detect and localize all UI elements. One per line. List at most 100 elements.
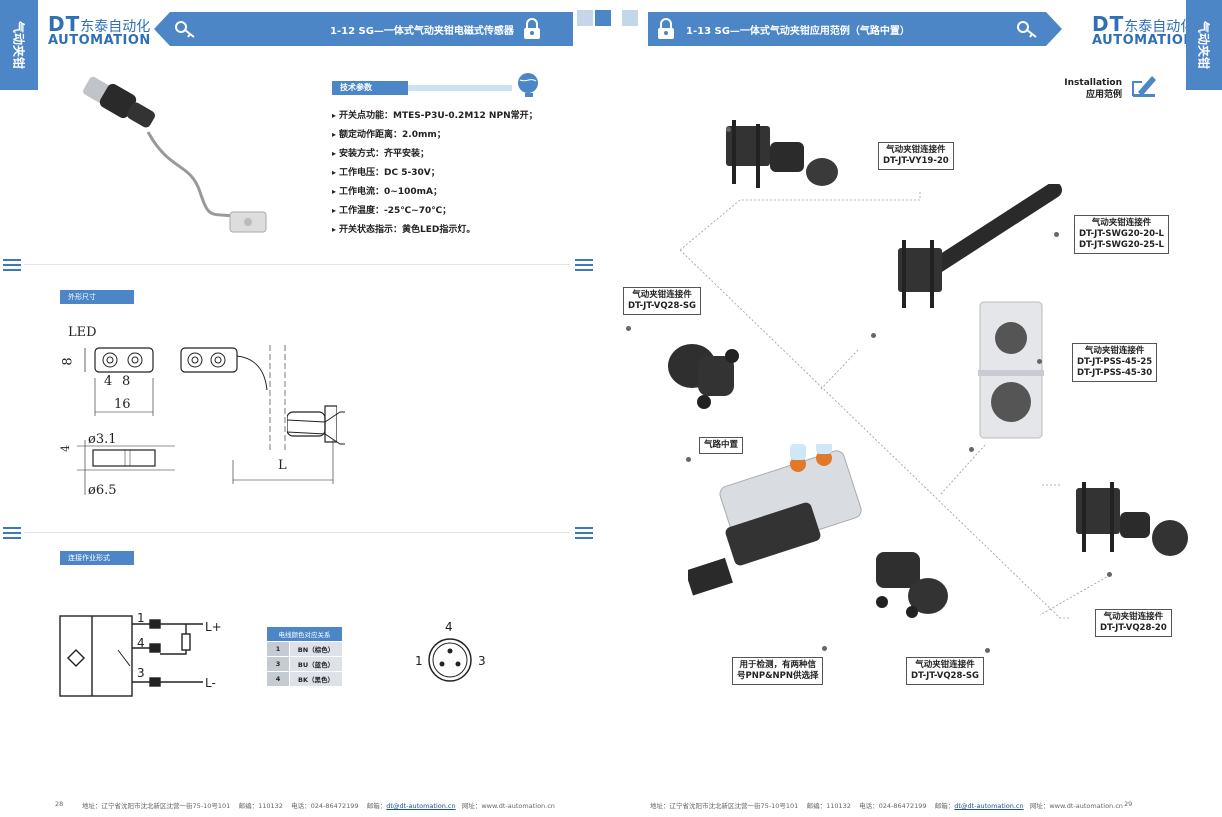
- sensor-product-image: [83, 76, 267, 233]
- pen-tool-icon: [1132, 76, 1156, 97]
- dimension-section-label: 外形尺寸: [60, 290, 134, 304]
- banner-arrow-shape: [1046, 12, 1062, 46]
- lock-icon: [658, 18, 674, 39]
- connection-section-label: 连接作业形式: [60, 551, 134, 565]
- divider: [24, 532, 570, 533]
- spec-item: 开关状态指示：黄色LED指示灯。: [332, 222, 475, 235]
- pin-label: 4: [137, 636, 145, 650]
- header-banner-left: 1-12 SG—一体式气动夹钳电磁式传感器: [154, 12, 573, 46]
- pin-label: 3: [137, 666, 145, 680]
- spec-item: 工作电压：DC 5-30V；: [332, 165, 440, 178]
- divider: [24, 264, 570, 265]
- logo-en: AUTOMATION: [1092, 33, 1195, 48]
- leader-dot: [822, 646, 827, 651]
- logo-cn: 东泰自动化: [1124, 19, 1195, 35]
- callout-air-path: 气路中置: [699, 437, 744, 454]
- pinout-diagram: [428, 638, 472, 682]
- logo-brand: DT: [1092, 12, 1125, 36]
- spec-item: 安装方式：齐平安装；: [332, 146, 429, 159]
- leader-dot: [871, 333, 876, 338]
- lock-icon: [524, 18, 540, 39]
- leader-dot: [686, 457, 691, 462]
- page-title-left: 1-12 SG—一体式气动夹钳电磁式传感器: [330, 26, 514, 37]
- dim-label: L: [278, 458, 287, 473]
- email-link[interactable]: dt@dt-automation.cn: [386, 802, 456, 810]
- gripper-assembly-image: [688, 444, 862, 596]
- page-number-right: 29: [1124, 800, 1133, 808]
- logo-brand: DT: [48, 12, 81, 36]
- menu-icon[interactable]: [3, 259, 21, 271]
- connector-vq2820-image: [1076, 482, 1188, 556]
- connector-drawing: [287, 405, 337, 443]
- leader-dot: [1037, 359, 1042, 364]
- email-link[interactable]: dt@dt-automation.cn: [954, 802, 1024, 810]
- leader-dot: [985, 648, 990, 653]
- logo-right: DT东泰自动化 AUTOMATION: [1092, 12, 1195, 48]
- spec-item: 工作电流：0~100mA；: [332, 184, 442, 197]
- pinout-label: 1: [415, 654, 423, 668]
- spec-item: 额定动作距离：2.0mm；: [332, 127, 446, 140]
- connector-pss-image: [978, 301, 1044, 439]
- logo-cn: 东泰自动化: [80, 19, 151, 35]
- leader-dot: [726, 127, 731, 132]
- key-icon: [175, 21, 195, 38]
- page-number-left: 28: [55, 800, 64, 808]
- key-icon: [1017, 21, 1037, 38]
- center-square: [577, 10, 593, 26]
- connector-vy19-image: [726, 120, 838, 188]
- leader-dot: [1107, 572, 1112, 577]
- side-tab-left: 气动夹钳: [0, 0, 38, 90]
- footer-right: 地址：辽宁省沈阳市沈北新区沈营一街75-10号101 邮编：110132 电话：…: [650, 802, 1123, 810]
- dim-led-label: LED: [68, 325, 97, 340]
- layout-guide-lines: [679, 190, 1111, 619]
- table-header: 电线颜色对应关系: [266, 626, 343, 642]
- logo-en: AUTOMATION: [48, 33, 151, 48]
- connector-vq28sg-image: [668, 344, 739, 409]
- power-plus-label: L+: [205, 620, 222, 634]
- tech-section-label: 技术参数: [332, 81, 408, 95]
- pin-label: 1: [137, 611, 145, 625]
- connector-vq28sg-image-2: [876, 552, 948, 618]
- dimension-drawing: [77, 345, 345, 495]
- installation-heading: Installation 应用范例: [1064, 78, 1122, 100]
- menu-icon[interactable]: [575, 259, 593, 271]
- side-tab-right: 气动夹钳: [1186, 0, 1222, 90]
- power-minus-label: L-: [205, 676, 216, 690]
- dim-label: 8: [60, 357, 76, 366]
- callout-detect: 用于检测，有两种信号PNP&NPN供选择: [732, 657, 824, 685]
- dim-label: 16: [114, 397, 131, 412]
- connector-swg-image: [898, 184, 1062, 308]
- dim-label: ø6.5: [88, 483, 117, 498]
- menu-icon[interactable]: [3, 527, 21, 539]
- center-square: [622, 10, 638, 26]
- side-tab-label: 气动夹钳: [11, 20, 26, 70]
- logo-left: DT东泰自动化 AUTOMATION: [48, 12, 151, 48]
- header-banner-right: 1-13 SG—一体式气动夹钳应用范例（气路中置）: [648, 12, 1062, 46]
- page-title-right: 1-13 SG—一体式气动夹钳应用范例（气路中置）: [686, 26, 910, 37]
- pinout-label: 3: [478, 654, 486, 668]
- center-square: [595, 10, 611, 26]
- dim-label: 8: [122, 374, 131, 389]
- dim-label: 4: [59, 445, 72, 452]
- menu-icon[interactable]: [575, 527, 593, 539]
- globe-icon: [518, 73, 538, 97]
- pinout-label: 4: [445, 620, 453, 634]
- tech-section-bar: [408, 85, 512, 91]
- footer-left: 地址：辽宁省沈阳市沈北新区沈营一街75-10号101 邮编：110132 电话：…: [82, 802, 555, 810]
- leader-dot: [1054, 232, 1059, 237]
- banner-arrow-shape: [154, 12, 170, 46]
- dim-label: 4: [104, 374, 113, 389]
- leader-dot: [626, 326, 631, 331]
- leader-dot: [969, 447, 974, 452]
- spec-item: 开关点功能：MTES-P3U-0.2M12 NPN常开；: [332, 108, 538, 121]
